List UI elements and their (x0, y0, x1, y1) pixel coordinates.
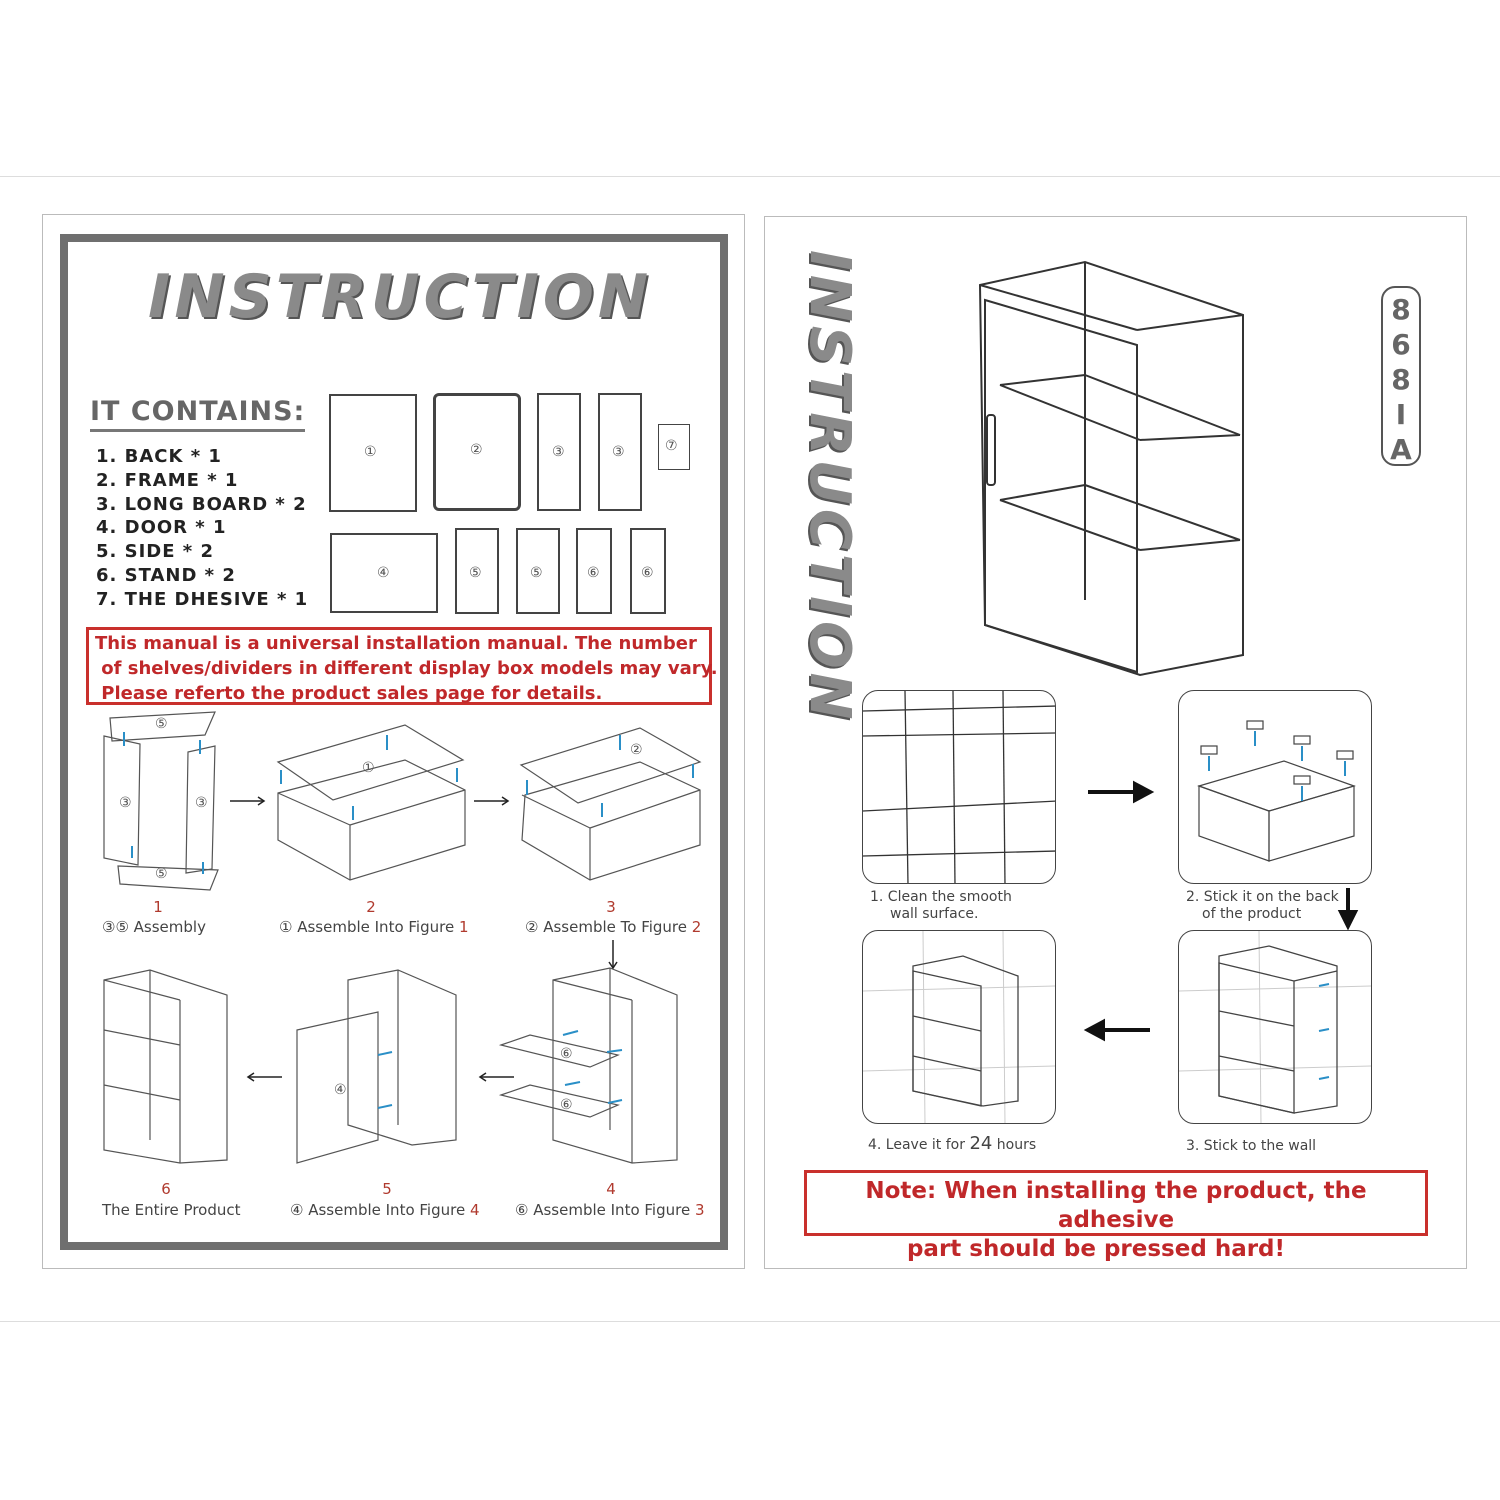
part-stand-marker: ⑥ (641, 565, 654, 581)
parts-list-item: 7. THE DHESIVE * 1 (96, 588, 309, 610)
part-side (455, 528, 499, 614)
sheet-background (0, 176, 1500, 1322)
step-caption: ③⑤ Assembly (102, 918, 206, 936)
adhesive-back-illustration (1197, 720, 1356, 862)
part-frame-marker: ② (470, 442, 483, 458)
step-caption: ② Assemble To Figure 2 (525, 918, 702, 936)
step-caption: ⑥ Assemble Into Figure 3 (515, 1201, 705, 1219)
part-side (516, 528, 560, 614)
parts-list-item: 3. LONG BOARD * 2 (96, 493, 307, 515)
diagram-marker: ① (362, 760, 375, 776)
model-number-badge: 8 6 8 I A (1381, 286, 1421, 466)
step-number: 3 (606, 898, 616, 916)
part-side-marker: ⑤ (530, 565, 543, 581)
diagram-marker: ⑤ (155, 866, 168, 882)
adhesive-warning-note: Note: When installing the product, the a… (804, 1170, 1428, 1262)
diagram-marker: ③ (195, 795, 208, 811)
panel-leave-24-hours (862, 930, 1056, 1124)
part-door (330, 533, 438, 613)
wall-step-caption: 4. Leave it for 24 hours (868, 1133, 1037, 1154)
parts-list-item: 1. BACK * 1 (96, 446, 222, 467)
wall-tiles-illustration (863, 691, 1055, 883)
left-page-frame (60, 234, 728, 1250)
diagram-marker: ⑥ (560, 1046, 573, 1062)
part-stand-marker: ⑥ (587, 565, 600, 581)
note-line: Please referto the product sales page fo… (95, 683, 603, 704)
step-number: 6 (161, 1180, 171, 1198)
part-back (329, 394, 417, 512)
step-caption: ④ Assemble Into Figure 4 (290, 1201, 480, 1219)
diagram-marker: ② (630, 742, 643, 758)
step-number: 2 (366, 898, 376, 916)
universal-manual-note: This manual is a universal installation … (86, 627, 718, 705)
note-line: Note: When installing the product, the a… (865, 1178, 1367, 1233)
cabinet-on-wall-illustration (863, 931, 1055, 1123)
wall-step-caption: 2. Stick it on the back of the product (1186, 889, 1339, 922)
part-adhesive (658, 424, 690, 470)
contents-heading: IT CONTAINS: (90, 396, 306, 432)
diagram-marker: ④ (334, 1082, 347, 1098)
stick-to-wall-illustration (1179, 931, 1371, 1123)
parts-list: 1. BACK * 1 2. FRAME * 1 3. LONG BOARD *… (96, 446, 308, 613)
panel-adhesive-back (1178, 690, 1372, 884)
part-frame (433, 393, 521, 511)
step-caption: The Entire Product (102, 1201, 241, 1219)
parts-list-item: 2. FRAME * 1 (96, 469, 239, 491)
part-stand (576, 528, 612, 614)
step-number: 1 (153, 898, 163, 916)
note-line: of shelves/dividers in different display… (95, 658, 718, 679)
part-back-marker: ① (364, 444, 377, 460)
part-long-board-marker: ③ (612, 444, 625, 460)
parts-list-item: 5. SIDE * 2 (96, 541, 214, 563)
step-caption: ① Assemble Into Figure 1 (279, 918, 469, 936)
left-instruction-page (42, 214, 745, 1269)
note-line: This manual is a universal installation … (95, 633, 697, 654)
part-long-board (598, 393, 642, 511)
diagram-marker: ⑥ (560, 1097, 573, 1113)
panel-clean-wall (862, 690, 1056, 884)
left-page-title: INSTRUCTION (148, 262, 653, 332)
panel-stick-to-wall (1178, 930, 1372, 1124)
part-side-marker: ⑤ (469, 565, 482, 581)
step-number: 5 (382, 1180, 392, 1198)
diagram-marker: ③ (119, 795, 132, 811)
part-adhesive-marker: ⑦ (665, 438, 678, 454)
wall-step-caption: 3. Stick to the wall (1186, 1138, 1317, 1154)
part-stand (630, 528, 666, 614)
diagram-marker: ⑤ (155, 716, 168, 732)
parts-list-item: 4. DOOR * 1 (96, 517, 227, 539)
step-number: 4 (606, 1180, 616, 1198)
note-line: part should be pressed hard! (906, 1236, 1286, 1262)
part-door-marker: ④ (377, 565, 390, 581)
parts-list-item: 6. STAND * 2 (96, 564, 236, 586)
wall-step-caption: 1. Clean the smooth wall surface. (870, 889, 1012, 922)
part-long-board-marker: ③ (552, 444, 565, 460)
part-long-board (537, 393, 581, 511)
